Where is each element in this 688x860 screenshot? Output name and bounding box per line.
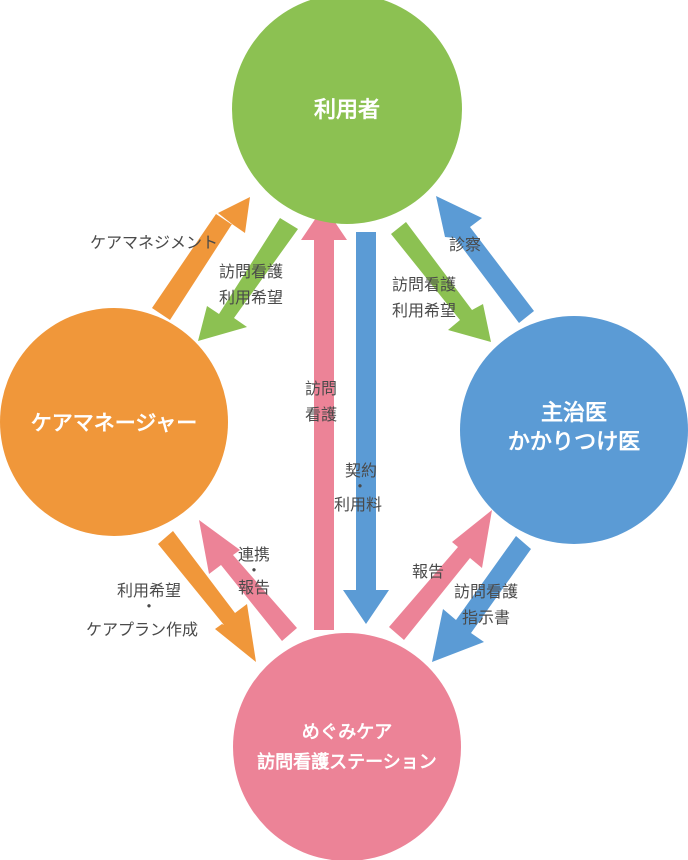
cm-request-label-1: 訪問看護: [219, 262, 283, 281]
contract-label-1: 契約: [345, 461, 377, 480]
arrow-liaison-report: [199, 520, 297, 641]
station-label-line1: めぐみケア: [302, 722, 393, 743]
liaison-label-2: 報告: [238, 578, 270, 597]
liaison-label-1: 連携: [238, 545, 270, 564]
contract-label-2: 利用料: [334, 495, 382, 514]
doctor-label-line2: かかりつけ医: [508, 430, 640, 455]
doctor-request-label-1: 訪問看護: [392, 275, 456, 294]
station-label-line2: 訪問看護ステーション: [257, 751, 437, 773]
plan-label-2: ケアプラン作成: [86, 620, 198, 639]
arrow-report: [389, 510, 492, 640]
report-label: 報告: [412, 562, 444, 581]
instruction-label-2: 指示書: [462, 608, 510, 627]
user-label: 利用者: [314, 98, 380, 123]
plan-label-dot: ・: [141, 597, 157, 616]
arrow-contract: [343, 232, 389, 624]
arrow-exam: [436, 196, 534, 323]
visit-label-2: 看護: [305, 405, 337, 424]
care-manager-node: [0, 308, 228, 536]
doctor-label-line1: 主治医: [541, 400, 607, 426]
contract-label-dot: ・: [352, 477, 368, 496]
arrow-user-to-doctor: [391, 222, 491, 342]
cm-request-label-2: 利用希望: [219, 288, 283, 307]
arrow-visit-nursing: [301, 206, 347, 630]
exam-label: 診察: [449, 235, 481, 254]
arrow-care-plan: [158, 531, 256, 662]
station-node: [233, 633, 461, 860]
arrow-care-management: [152, 197, 250, 320]
doctor-request-label-2: 利用希望: [392, 301, 456, 320]
care-management-label: ケアマネジメント: [90, 233, 218, 252]
instruction-label-1: 訪問看護: [454, 582, 518, 601]
arrow-instruction: [432, 536, 531, 662]
visit-label-1: 訪問: [305, 379, 337, 398]
care-manager-label: ケアマネージャー: [31, 411, 198, 435]
doctor-node: [460, 316, 688, 544]
plan-label-1: 利用希望: [117, 581, 181, 600]
liaison-label-dot: ・: [246, 561, 262, 580]
user-node: [232, 0, 462, 224]
arrow-user-to-caremanager: [198, 218, 298, 341]
